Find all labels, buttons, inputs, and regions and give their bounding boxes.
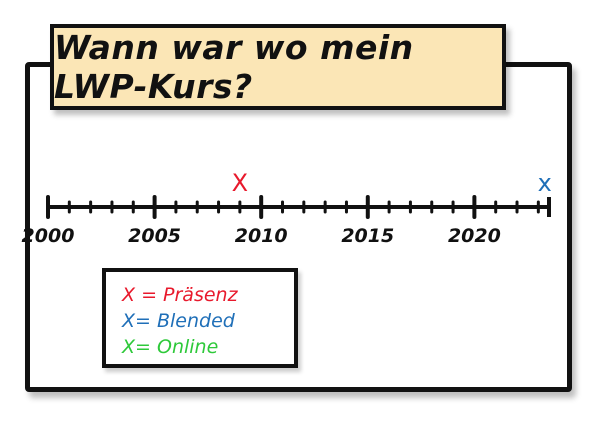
tick-label: 2020 bbox=[448, 225, 501, 247]
tick-label: 2015 bbox=[341, 225, 394, 247]
legend-row-online: X= Online bbox=[122, 334, 294, 360]
legend-row-praesenz: X = Präsenz bbox=[122, 282, 294, 308]
legend-symbol: X bbox=[122, 310, 136, 332]
page-title: Wann war wo mein LWP-Kurs? bbox=[54, 28, 414, 106]
legend-text: = Online bbox=[135, 336, 219, 358]
legend-row-blended: X= Blended bbox=[122, 308, 294, 334]
legend-text: = Präsenz bbox=[135, 284, 238, 306]
tick-label: 2010 bbox=[235, 225, 288, 247]
legend-text: = Blended bbox=[135, 310, 235, 332]
title-box: Wann war wo mein LWP-Kurs? bbox=[50, 24, 506, 110]
legend: X = Präsenz X= Blended X= Online bbox=[102, 268, 298, 368]
timeline-marker: x bbox=[538, 169, 552, 197]
tick-label: 2005 bbox=[128, 225, 181, 247]
legend-symbol: X bbox=[122, 336, 136, 358]
legend-symbol: X bbox=[122, 284, 136, 306]
timeline-marker: X bbox=[232, 169, 248, 197]
tick-label: 2000 bbox=[22, 225, 75, 247]
